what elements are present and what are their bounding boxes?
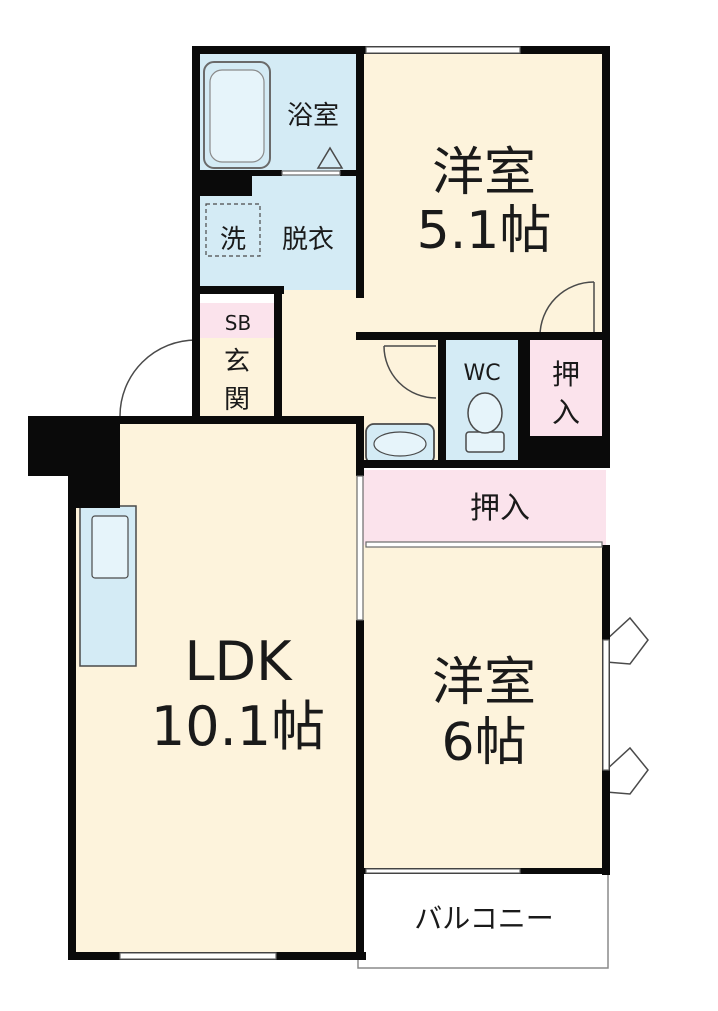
western-room-1-name: 洋室 (432, 143, 536, 203)
washer-space (205, 203, 261, 257)
closet-small-floor (528, 340, 606, 438)
bathtub-inner (209, 69, 265, 163)
washer-label: 洗 (220, 225, 246, 255)
bay-window (605, 616, 649, 795)
wc-door-swing (383, 345, 437, 399)
dressing-room-label: 脱衣 (282, 225, 334, 255)
western1-door-swing (539, 281, 595, 337)
shower-drain (316, 146, 344, 169)
bathroom-label: 浴室 (287, 101, 339, 131)
ldk-size: 10.1帖 (151, 695, 325, 758)
genkan-label-line1: 玄 (224, 347, 250, 377)
genkan-floor (198, 338, 282, 420)
sb-label: SB (225, 311, 251, 335)
hall-floor (280, 290, 364, 425)
entrance-door-swing (119, 339, 197, 417)
toilet-bowl (467, 392, 503, 434)
closet-small-label-line1: 押 (552, 358, 580, 391)
balcony-outline (357, 871, 609, 969)
balcony-label: バルコニー (414, 902, 553, 935)
western-room-1-size: 5.1帖 (417, 201, 552, 261)
closet-wide-label: 押入 (470, 491, 530, 526)
sb-floor (198, 303, 280, 338)
windows (119, 46, 610, 960)
western-room-2-floor (362, 545, 606, 870)
genkan-label-line2: 関 (224, 385, 250, 415)
western-room-2-size: 6帖 (441, 713, 526, 773)
closet-wide-floor (362, 470, 606, 545)
wc-label: WC (463, 361, 500, 386)
ldk-name: LDK (184, 630, 293, 693)
wash-basin-bowl (373, 431, 427, 457)
kitchen-sink (91, 515, 129, 579)
western-room-2-name: 洋室 (432, 653, 536, 713)
toilet-tank (465, 431, 505, 453)
closet-small-label-line2: 入 (552, 396, 580, 429)
